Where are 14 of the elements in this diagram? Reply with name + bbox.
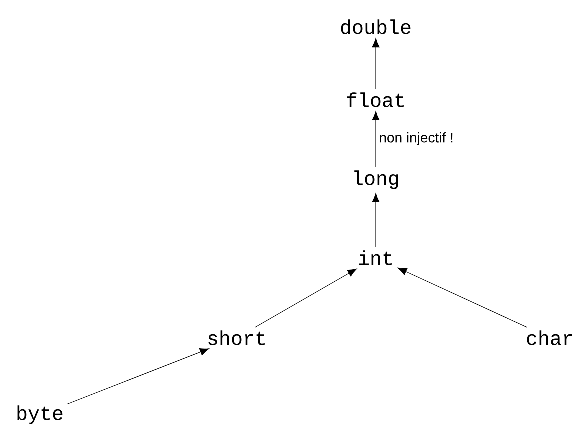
type-label: long — [354, 170, 398, 190]
arrow — [372, 38, 380, 90]
edge-label: non injectif ! — [378, 132, 455, 147]
type-label: double — [341, 20, 411, 34]
arrow — [372, 193, 380, 248]
type-label: float — [347, 92, 404, 108]
arrow — [398, 268, 528, 328]
type-label: byte — [18, 406, 63, 424]
type-label: short — [208, 330, 265, 346]
type-label: int — [359, 250, 392, 266]
type-label: char — [527, 330, 572, 346]
arrow — [255, 268, 358, 328]
arrow — [372, 111, 380, 168]
arrow — [66, 348, 210, 405]
